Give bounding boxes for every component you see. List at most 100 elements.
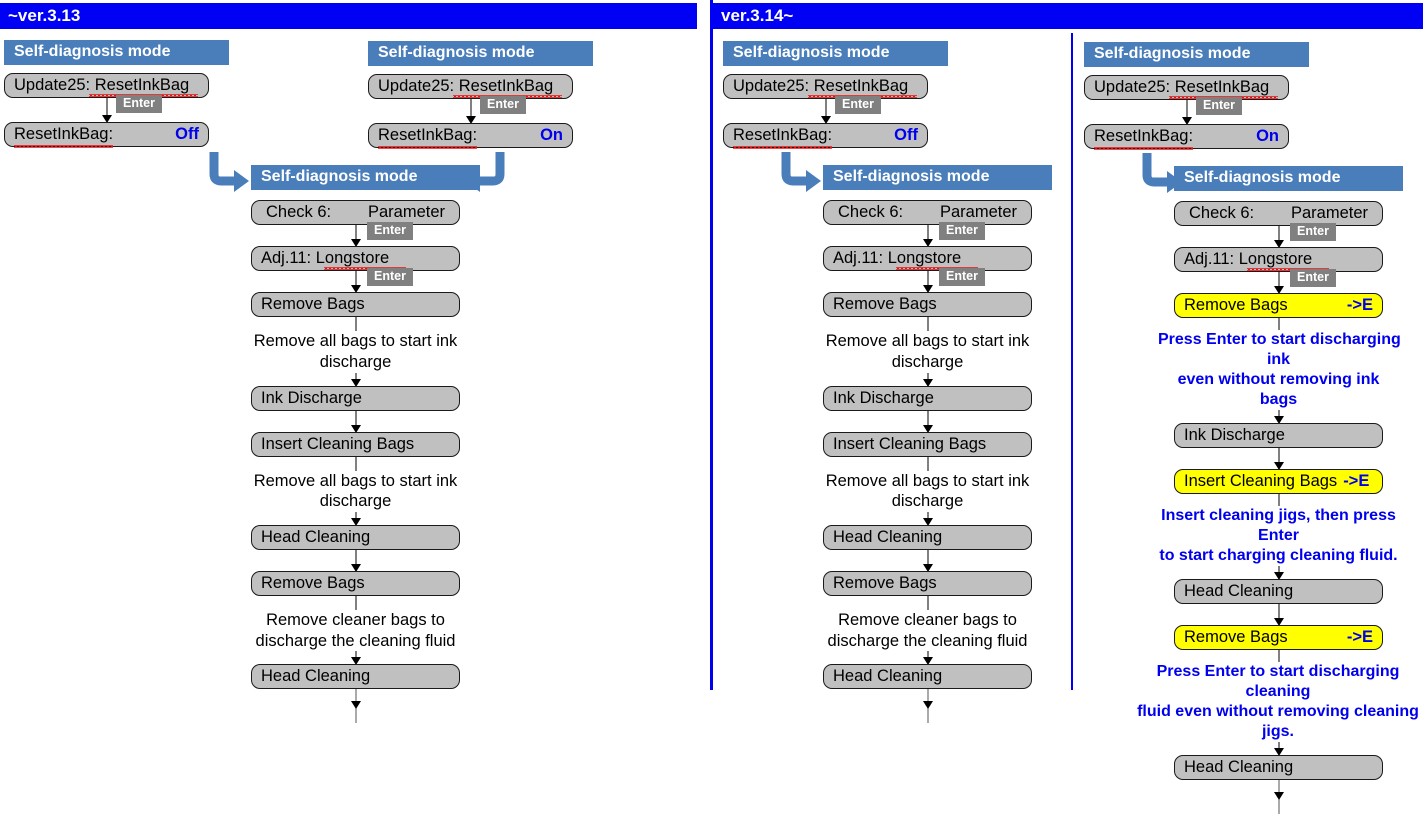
note-line-1: Remove all bags to start ink: [251, 332, 460, 351]
lcd-resetinkbag-on[interactable]: ResetInkBag: On: [368, 123, 573, 149]
column-divider: [1071, 33, 1073, 690]
lcd-resetinkbag-label: ResetInkBag:: [14, 125, 114, 148]
lcd-remove-bags-label: Remove Bags: [261, 295, 365, 314]
connector-note-to-headcleaning-2: [1174, 742, 1383, 757]
lcd-ink-discharge-label: Ink Discharge: [833, 388, 934, 407]
arrow-stem: [355, 317, 356, 332]
connector-inkdischarge-to-insertbags: [1174, 448, 1383, 471]
lcd-ink-discharge[interactable]: Ink Discharge: [823, 385, 1032, 411]
connector-check6-to-adj11: Enter: [1174, 223, 1383, 249]
lcd-update25[interactable]: Update25: ResetInkBag: [723, 74, 928, 100]
connector-flow-continues: [823, 689, 1032, 724]
lcd-check6-value: Parameter: [367, 203, 445, 222]
arrow-stem: [470, 99, 471, 124]
connector-removebags-to-note: [251, 317, 460, 332]
lcd-head-cleaning-label: Head Cleaning: [833, 667, 943, 686]
connector-insertbags-to-note: [251, 456, 460, 471]
lcd-ink-discharge[interactable]: Ink Discharge: [251, 385, 460, 411]
note-line-2: discharge: [317, 353, 394, 372]
lcd-head-cleaning-1[interactable]: Head Cleaning: [1174, 579, 1383, 605]
note-line-1: Press Enter to start discharging ink: [1156, 331, 1403, 369]
note-line-1: Remove cleaner bags to: [836, 610, 1019, 629]
column-resetinkbag-on: Self-diagnosis mode Update25: ResetInkBa…: [368, 41, 593, 149]
lcd-adj11[interactable]: Adj.11: Longstore: [1174, 247, 1383, 273]
lcd-insert-cleaning-bags-label: Insert Cleaning Bags: [261, 434, 415, 453]
lcd-resetinkbag-off[interactable]: ResetInkBag: Off: [723, 123, 928, 149]
connector-removebags-to-note-2: [823, 595, 1032, 610]
lcd-remove-bags-1[interactable]: Remove Bags: [251, 292, 460, 318]
lcd-enter-hint: ->E: [1346, 296, 1373, 315]
lcd-head-cleaning-2[interactable]: Head Cleaning: [823, 664, 1032, 690]
lcd-remove-bags-enter-2[interactable]: Remove Bags ->E: [1174, 625, 1383, 651]
connector-note-to-headcleaning: [1174, 566, 1383, 581]
arrow-stem: [1278, 494, 1279, 507]
lcd-update25[interactable]: Update25: ResetInkBag: [1084, 75, 1289, 101]
note-line-2: even without removing ink bags: [1175, 371, 1382, 409]
lcd-ink-discharge-label: Ink Discharge: [1184, 426, 1285, 445]
lcd-resetinkbag-off[interactable]: ResetInkBag: Off: [4, 122, 209, 148]
arrow-down-icon: [922, 285, 933, 294]
connector-removebags-to-note-2: [1174, 650, 1383, 663]
lcd-remove-bags-label: Remove Bags: [833, 573, 937, 592]
connector-update25-to-reset: Enter: [368, 96, 573, 125]
arrow-down-icon: [1273, 462, 1284, 471]
arrow-stem: [1278, 650, 1279, 663]
arrow-stem: [927, 456, 928, 471]
arrow-down-icon: [922, 563, 933, 572]
note-line-1: Insert cleaning jigs, then press Enter: [1159, 507, 1398, 545]
lcd-adj11[interactable]: Adj.11: Longstore: [823, 246, 1032, 272]
arrow-down-icon: [350, 563, 361, 572]
arrow-down-icon: [350, 657, 361, 666]
lcd-remove-bags-enter-1[interactable]: Remove Bags ->E: [1174, 293, 1383, 319]
lcd-update25-text: Update25: ResetInkBag: [378, 77, 554, 96]
connector-update25-to-reset: Enter: [723, 96, 928, 125]
lcd-head-cleaning-2[interactable]: Head Cleaning: [251, 664, 460, 690]
column-resetinkbag-on-314: Self-diagnosis mode Update25: ResetInkBa…: [1084, 42, 1309, 150]
lcd-check6[interactable]: Check 6: Parameter: [823, 200, 1032, 226]
note-remove-all-bags: Remove all bags to start ink discharge: [251, 331, 460, 372]
connector-inkdischarge-to-insertbags: [823, 410, 1032, 433]
lcd-head-cleaning-1[interactable]: Head Cleaning: [823, 524, 1032, 550]
connector-headcleaning-to-removebags: [823, 549, 1032, 572]
arrow-stem: [355, 456, 356, 471]
connector-update25-to-reset: Enter: [1084, 97, 1289, 126]
lcd-ink-discharge[interactable]: Ink Discharge: [1174, 423, 1383, 449]
lcd-enter-hint: ->E: [1343, 472, 1370, 491]
connector-note-to-inkdischarge: [1174, 410, 1383, 425]
connector-note-to-headcleaning-2: [823, 651, 1032, 666]
lcd-resetinkbag-on[interactable]: ResetInkBag: On: [1084, 124, 1289, 150]
lcd-check6[interactable]: Check 6: Parameter: [1174, 201, 1383, 227]
arrow-stem: [1186, 100, 1187, 125]
arrow-down-icon: [1273, 792, 1284, 801]
lcd-insert-cleaning-bags[interactable]: Insert Cleaning Bags: [251, 431, 460, 457]
note-remove-cleaner-bags: Remove cleaner bags to discharge the cle…: [251, 610, 460, 651]
enter-badge: Enter: [367, 268, 413, 286]
lcd-adj11[interactable]: Adj.11: Longstore: [251, 246, 460, 272]
lcd-resetinkbag-label: ResetInkBag:: [378, 126, 478, 149]
arrow-stem: [927, 271, 928, 293]
lcd-insert-cleaning-bags-enter[interactable]: Insert Cleaning Bags ->E: [1174, 469, 1383, 495]
connector-insertbags-to-note: [1174, 494, 1383, 507]
arrow-stem: [927, 595, 928, 610]
note-line-2: discharge the cleaning fluid: [253, 631, 458, 650]
enter-badge: Enter: [1196, 97, 1242, 115]
lcd-remove-bags-1[interactable]: Remove Bags: [823, 292, 1032, 318]
note-line-1: Remove all bags to start ink: [823, 471, 1032, 490]
lcd-head-cleaning-label: Head Cleaning: [1184, 582, 1294, 601]
connector-note-to-inkdischarge: [251, 372, 460, 387]
lcd-update25[interactable]: Update25: ResetInkBag: [4, 73, 209, 99]
panel-title-ver-3-14: ver.3.14~: [710, 3, 1423, 29]
lcd-adj11-label: Adj.11: Longstore: [833, 249, 978, 271]
note-line-1: Remove all bags to start ink: [251, 471, 460, 490]
lcd-head-cleaning-label: Head Cleaning: [261, 667, 371, 686]
lcd-update25[interactable]: Update25: ResetInkBag: [368, 74, 573, 100]
arrow-down-icon: [350, 517, 361, 526]
lcd-remove-bags-2[interactable]: Remove Bags: [251, 570, 460, 596]
lcd-check6[interactable]: Check 6: Parameter: [251, 200, 460, 226]
lcd-adj11-text: Adj.11: Longstore: [1184, 250, 1313, 269]
lcd-remove-bags-2[interactable]: Remove Bags: [823, 570, 1032, 596]
lcd-insert-cleaning-bags[interactable]: Insert Cleaning Bags: [823, 431, 1032, 457]
lcd-head-cleaning-2[interactable]: Head Cleaning: [1174, 755, 1383, 781]
note-press-enter-ink: Press Enter to start discharging ink eve…: [1156, 330, 1403, 410]
lcd-head-cleaning-1[interactable]: Head Cleaning: [251, 524, 460, 550]
